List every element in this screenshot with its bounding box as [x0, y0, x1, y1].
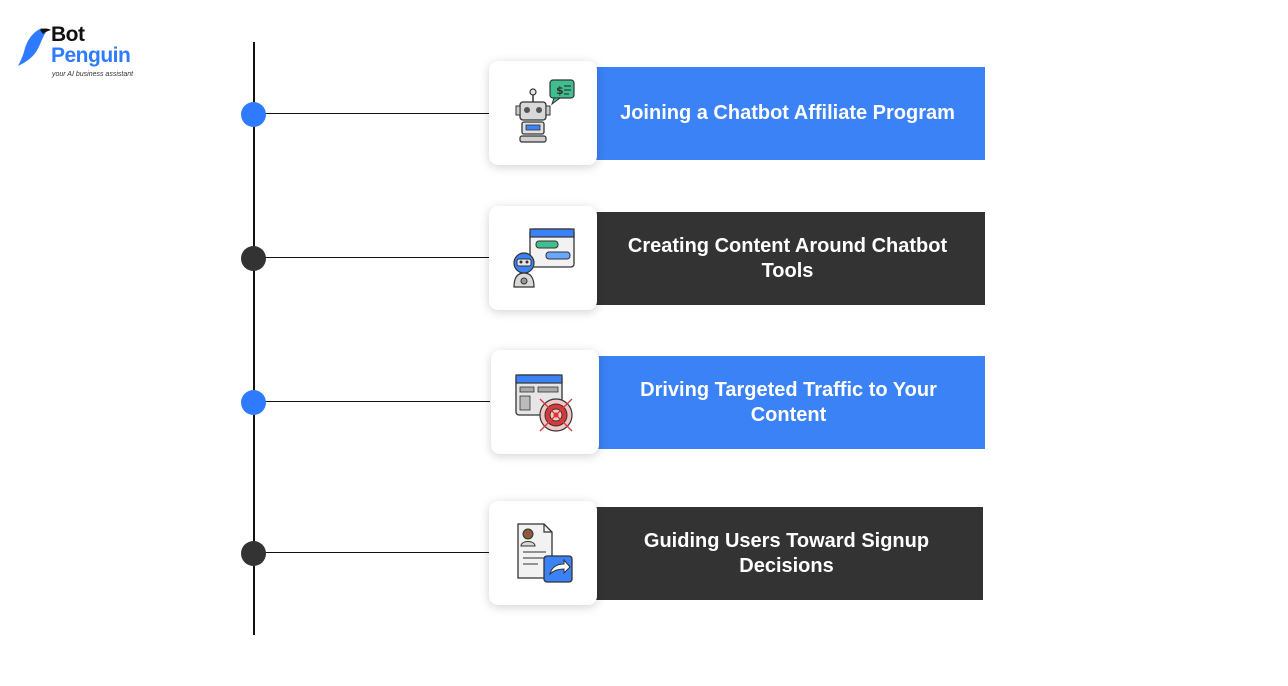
timeline-dot-2: [241, 246, 266, 271]
robot-chat-icon: $: [515, 79, 575, 143]
connector-4: [254, 552, 490, 553]
brand-name-line1: Bot: [51, 23, 85, 46]
brand-logo: Bot Penguin your AI business assistant: [18, 24, 148, 84]
connector-3: [254, 401, 490, 402]
step-3-icon-card: [491, 350, 599, 454]
chat-window-bot-icon: [513, 228, 575, 288]
connector-1: [254, 113, 490, 114]
svg-text:$: $: [556, 84, 564, 97]
brand-tagline: your AI business assistant: [52, 71, 134, 78]
target-webpage-icon: [515, 374, 573, 432]
step-2-label: Creating Content Around Chatbot Tools: [627, 234, 948, 282]
timeline-dot-1: [241, 102, 266, 127]
profile-document-share-icon: [517, 523, 573, 583]
timeline-line: [253, 42, 255, 635]
step-2-icon-card: [489, 206, 597, 310]
step-4-icon-card: [489, 501, 597, 605]
step-4-label: Guiding Users Toward Signup Decisions: [643, 529, 930, 577]
brand-name-line2: Penguin: [51, 44, 131, 67]
step-1-icon-card: $: [489, 61, 597, 165]
step-1-label: Joining a Chatbot Affiliate Program: [620, 102, 955, 124]
timeline-dot-3: [241, 390, 266, 415]
step-3-label: Driving Targeted Traffic to Your Content: [640, 378, 937, 426]
timeline-dot-4: [241, 541, 266, 566]
penguin-icon: [18, 28, 51, 66]
connector-2: [254, 257, 490, 258]
